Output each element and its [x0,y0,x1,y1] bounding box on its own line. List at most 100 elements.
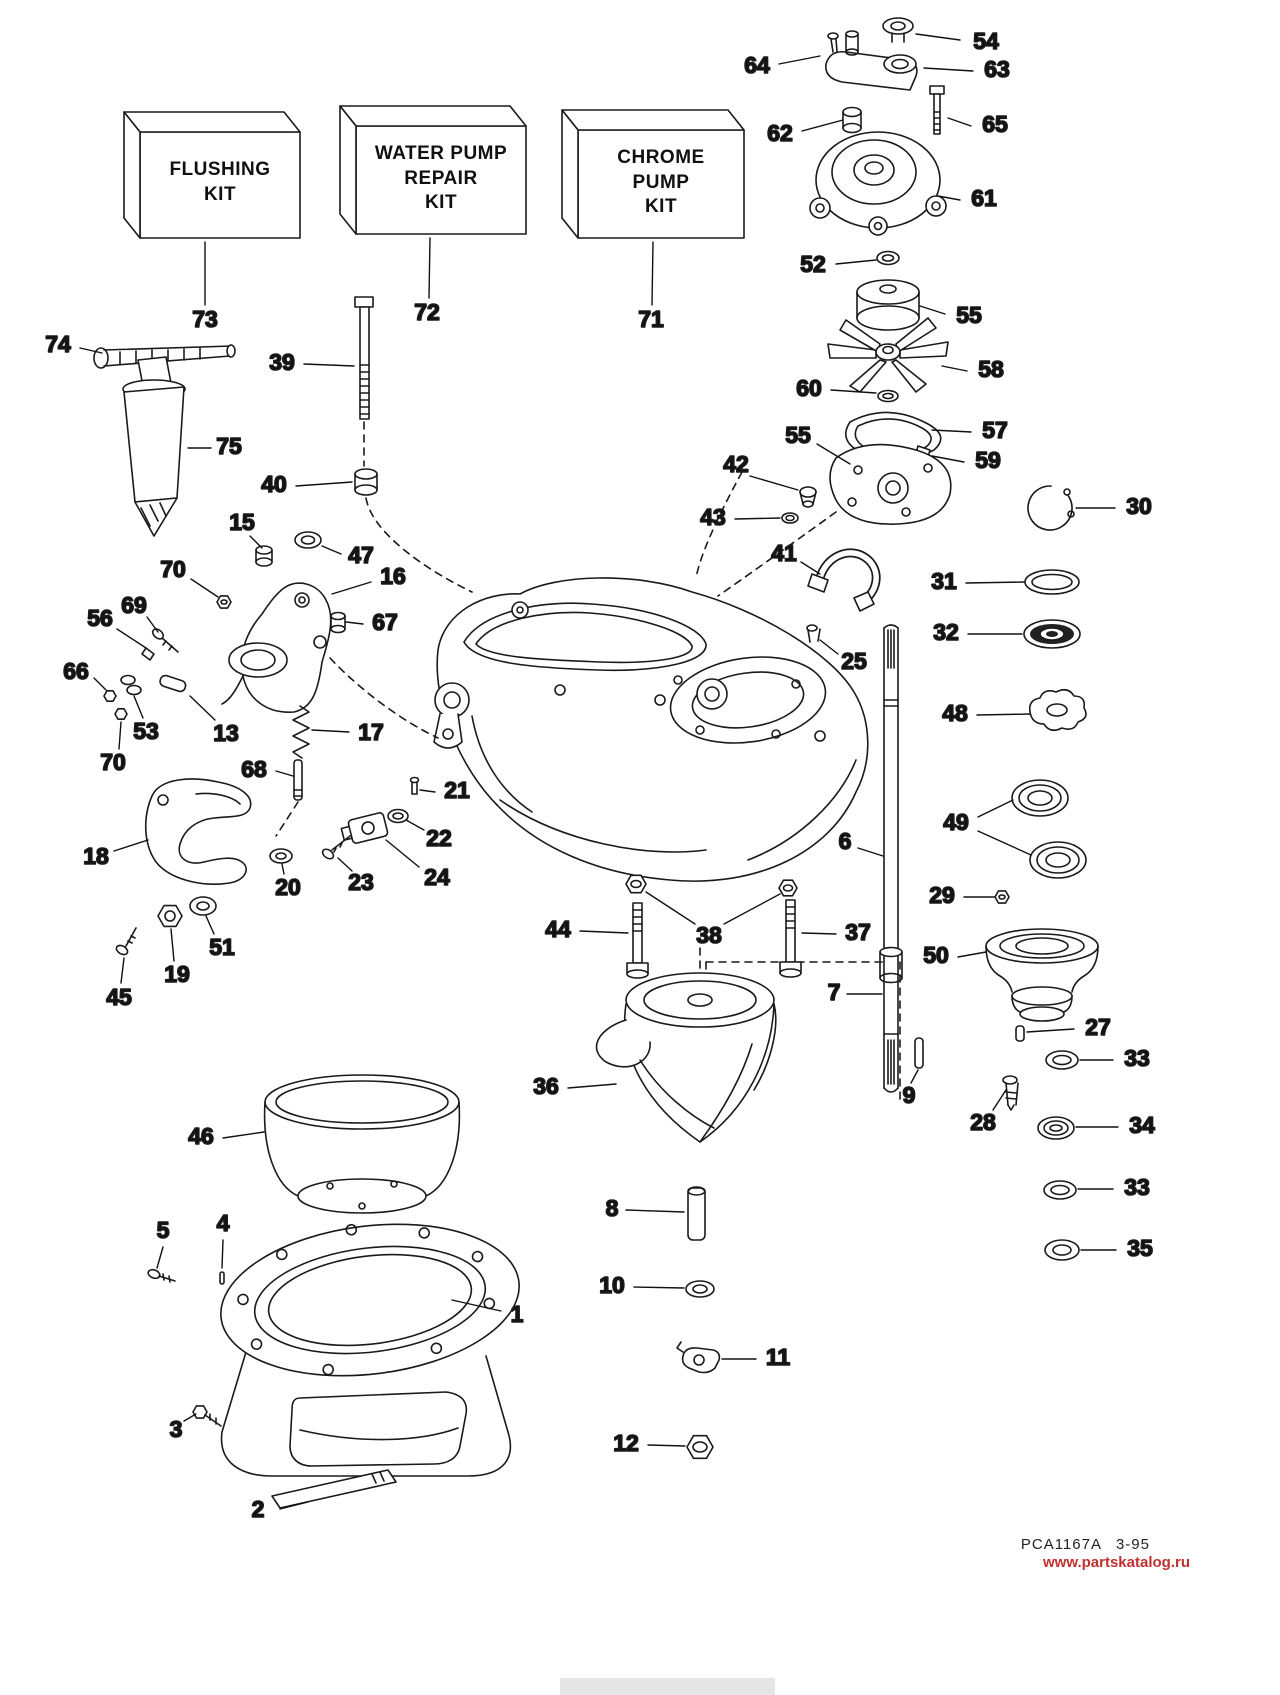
callout-leader-line [579,930,629,934]
callout-leader-line [977,799,1014,818]
part-number-label: 32 [933,619,959,645]
kit-box-chrome-pump [561,109,745,239]
callout-leader-line [800,561,821,575]
part-number-label: 36 [533,1073,559,1099]
callout-leader-line [79,347,103,354]
doc-code-text: PCA1167A [1020,1536,1102,1553]
part-number-label: 40 [261,471,287,497]
watermark: www.partskatalog.ru [1043,1554,1190,1571]
part-number-label: 13 [213,720,239,746]
part-number-label: 68 [241,756,267,782]
callout-leader-line [120,957,125,984]
callout-leader-line [279,1501,309,1510]
part-number-label: 29 [929,882,955,908]
mount-bolts-drawing [625,874,802,979]
part-number-label: 38 [696,922,722,948]
part-number-label: 4 [217,1210,230,1236]
part-number-label: 39 [269,349,295,375]
part-number-label: 53 [133,718,159,744]
doc-date-text: 3-95 [1115,1536,1150,1553]
part-number-label: 10 [599,1272,625,1298]
part-number-label: 11 [766,1344,791,1370]
seal-bearing-stack-drawing [985,485,1099,1261]
mount-bracket-drawing [103,531,346,801]
callout-leader-line [222,1131,265,1139]
callout-leader-line [405,819,425,831]
liner-drawing [263,1074,461,1214]
callout-leader-line [910,1069,919,1084]
pin-washer-nut-drawing [676,1186,721,1460]
callout-leader-line [428,237,431,299]
callout-leader-line [303,363,355,367]
callout-leader-line [156,1246,164,1269]
part-number-label: 54 [973,28,999,54]
part-number-label: 2 [252,1496,265,1522]
assembly-guide-line [695,471,743,579]
callout-leader-line [801,119,844,132]
callout-leader-line [957,951,987,958]
callout-leader-line [275,770,294,777]
part-number-label: 33 [1124,1174,1150,1200]
steering-bracket-drawing [115,776,420,956]
part-number-label: 21 [444,777,470,803]
part-number-label: 27 [1085,1014,1111,1040]
kit-box-flushing [123,111,301,239]
callout-leader-line [749,475,799,491]
assembly-guide-line [717,511,837,597]
callout-leader-line [170,928,175,962]
part-number-label: 75 [216,433,242,459]
part-number-label: 3 [170,1416,183,1442]
part-number-label: 24 [424,864,450,890]
callout-leader-line [857,847,884,857]
callout-leader-line [801,932,837,935]
kit-label-flushing: FLUSHING KIT [169,159,271,205]
part-number-label: 23 [348,869,374,895]
scan-artifact-strip [560,1678,775,1695]
assembly-guide-line [275,801,299,837]
part-number-label: 48 [942,700,968,726]
callout-leader-line [116,628,147,649]
part-number-label: 50 [923,942,949,968]
part-number-label: 20 [275,874,301,900]
part-number-label: 70 [100,749,126,775]
callout-leader-line [937,195,961,201]
part-number-label: 8 [606,1195,619,1221]
callout-leader-line [118,721,122,750]
part-number-label: 73 [192,306,218,332]
callout-leader-line [625,1209,685,1213]
part-number-label: 56 [87,605,113,631]
part-number-label: 17 [358,719,384,745]
kit-label-chrome-pump: CHROME PUMP KIT [617,147,705,218]
part-number-label: 67 [372,609,398,635]
part-number-label: 58 [978,356,1004,382]
driveshaft-drawing [879,624,924,1093]
document-code: PCA1167A 3-95 [1007,1536,1150,1553]
callout-leader-line [976,713,1031,716]
callout-leader-line [923,67,974,72]
callout-leader-line [947,117,972,127]
part-number-label: 31 [931,568,957,594]
callout-leader-line [651,241,654,306]
callout-leader-line [734,517,781,520]
part-number-label: 18 [83,843,109,869]
callout-leader-line [451,1299,502,1312]
callout-leader-line [645,891,696,925]
intake-fasteners-drawing [147,1268,397,1509]
callout-leader-line [345,621,364,625]
callout-leader-line [311,729,350,733]
callout-leader-line [977,830,1032,856]
callout-leader-line [189,695,216,721]
part-number-label: 45 [106,984,132,1010]
callout-leader-line [146,616,159,633]
jet-impeller-drawing [595,972,777,1143]
part-number-label: 9 [903,1082,916,1108]
grease-gun-drawing [93,344,236,537]
part-number-label: 22 [426,825,452,851]
callout-leader-line [567,1083,617,1089]
callout-leader-line [221,1239,224,1269]
callout-leader-line [830,389,877,394]
part-number-label: 6 [839,828,852,854]
callout-leader-line [385,839,420,868]
